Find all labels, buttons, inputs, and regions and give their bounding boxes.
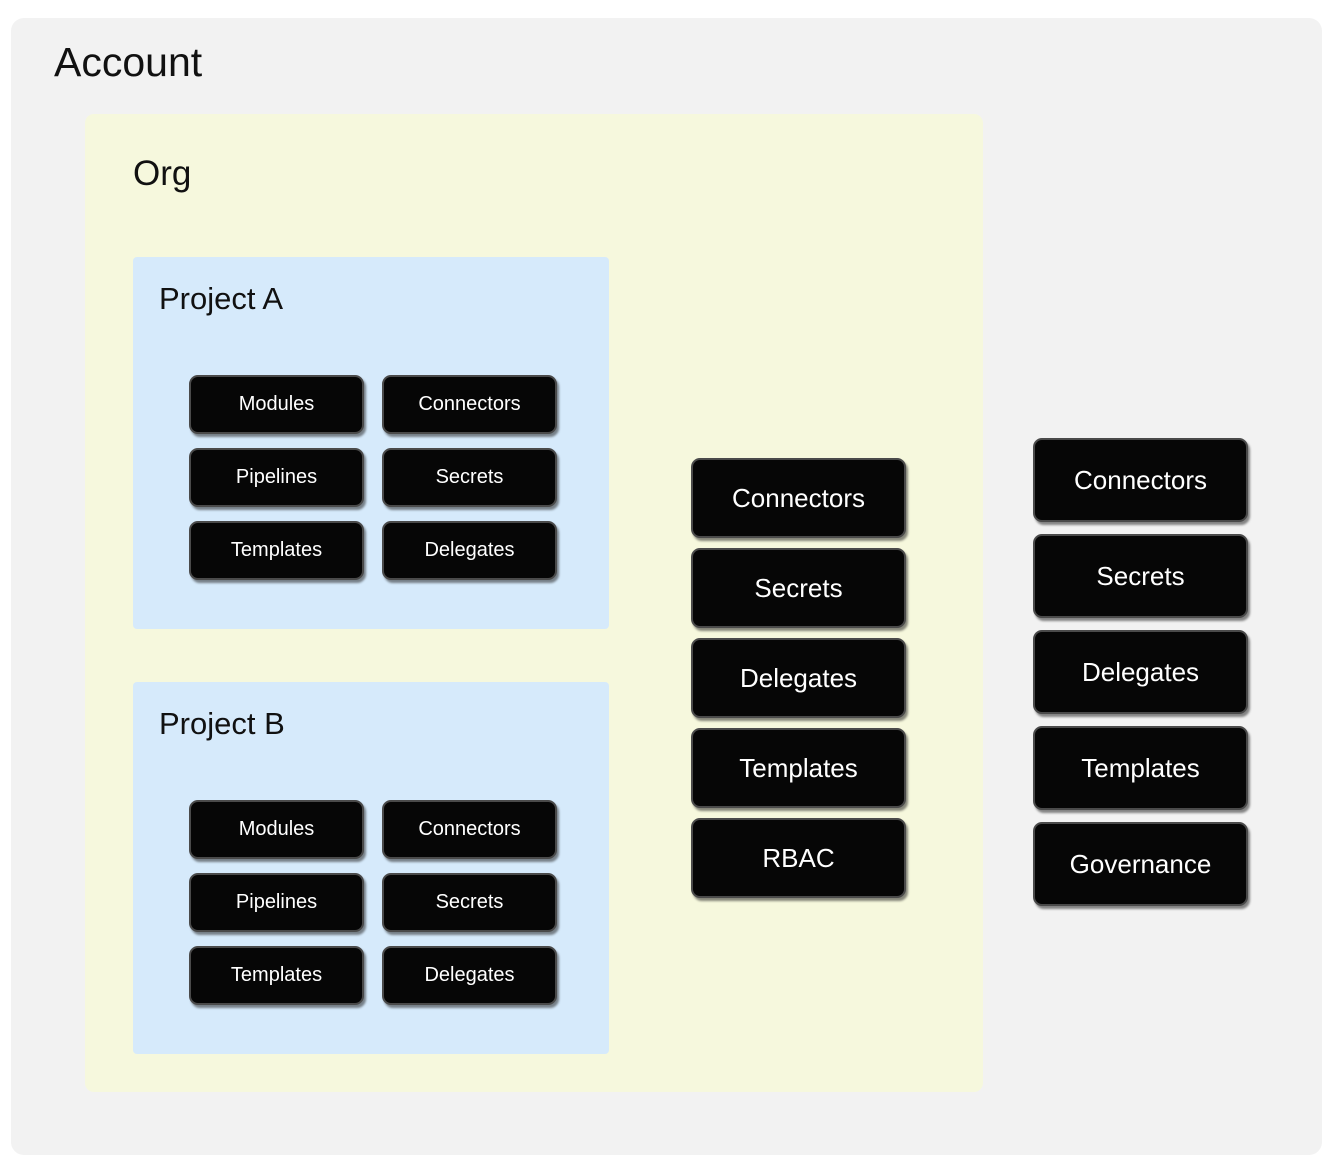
project-b-items-grid: Modules Connectors Pipelines Secrets Tem… xyxy=(189,800,557,1005)
chip-pipelines[interactable]: Pipelines xyxy=(189,448,364,507)
chip-secrets[interactable]: Secrets xyxy=(691,548,906,628)
project-a-container: Project A Modules Connectors Pipelines S… xyxy=(133,257,609,629)
org-title: Org xyxy=(133,154,192,193)
account-scope-container: Account Org Project A Modules Connectors… xyxy=(11,18,1322,1155)
project-a-items-grid: Modules Connectors Pipelines Secrets Tem… xyxy=(189,375,557,580)
org-scope-container: Org Project A Modules Connectors Pipelin… xyxy=(85,114,983,1092)
chip-connectors[interactable]: Connectors xyxy=(691,458,906,538)
chip-governance[interactable]: Governance xyxy=(1033,822,1248,906)
chip-modules[interactable]: Modules xyxy=(189,375,364,434)
chip-templates[interactable]: Templates xyxy=(691,728,906,808)
chip-pipelines[interactable]: Pipelines xyxy=(189,873,364,932)
project-b-title: Project B xyxy=(159,706,285,741)
chip-templates[interactable]: Templates xyxy=(189,521,364,580)
project-b-container: Project B Modules Connectors Pipelines S… xyxy=(133,682,609,1054)
chip-secrets[interactable]: Secrets xyxy=(1033,534,1248,618)
account-scope-items-column: Connectors Secrets Delegates Templates G… xyxy=(1033,438,1248,906)
chip-templates[interactable]: Templates xyxy=(189,946,364,1005)
chip-connectors[interactable]: Connectors xyxy=(1033,438,1248,522)
chip-templates[interactable]: Templates xyxy=(1033,726,1248,810)
chip-modules[interactable]: Modules xyxy=(189,800,364,859)
chip-delegates[interactable]: Delegates xyxy=(691,638,906,718)
chip-delegates[interactable]: Delegates xyxy=(382,946,557,1005)
project-a-title: Project A xyxy=(159,281,284,316)
chip-connectors[interactable]: Connectors xyxy=(382,800,557,859)
chip-rbac[interactable]: RBAC xyxy=(691,818,906,898)
account-title: Account xyxy=(54,39,203,85)
chip-delegates[interactable]: Delegates xyxy=(1033,630,1248,714)
org-scope-items-column: Connectors Secrets Delegates Templates R… xyxy=(691,458,906,898)
chip-delegates[interactable]: Delegates xyxy=(382,521,557,580)
chip-connectors[interactable]: Connectors xyxy=(382,375,557,434)
chip-secrets[interactable]: Secrets xyxy=(382,448,557,507)
chip-secrets[interactable]: Secrets xyxy=(382,873,557,932)
